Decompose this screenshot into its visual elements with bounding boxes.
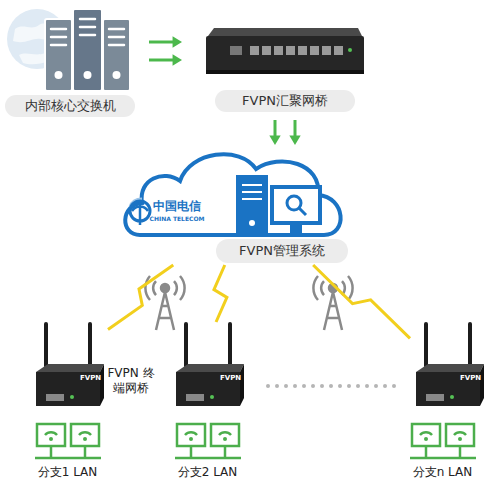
node-label: FVPN汇聚网桥 [215,90,355,112]
lan-computers [400,420,485,464]
node-label: FVPN管理系统 [216,239,348,263]
lan-computers [165,420,250,464]
lan-node: 分支n LAN [400,420,485,482]
aggregation-bridge-device [200,22,370,88]
lightning-bolt [214,265,227,322]
callout-label: FVPN 终端网桥 [102,366,160,396]
terminal-bridge-device [30,322,108,414]
wireless-link [108,265,173,329]
connector-arrow [269,120,300,145]
ellipsis-dots [266,384,396,388]
lightning-bolt [108,265,173,329]
radio-tower [313,276,352,330]
connector-arrow [149,36,182,65]
wireless-link [313,265,410,338]
lan-node: 分支2 LAN [165,420,250,482]
logo-text: CHINA TELECOM [140,215,214,223]
wireless-link [214,265,227,322]
arrow-head [173,36,182,47]
radio-tower [145,276,184,330]
term-node: FVPN [410,322,487,414]
node-label: 内部核心交换机 [5,95,135,117]
node-label: 分支2 LAN [165,464,250,481]
term-node: FVPN [170,322,248,414]
terminal-bridge-device [410,322,487,414]
management-cloud [118,145,350,241]
terminal-bridge-device [170,322,248,414]
arrow-shaft [294,120,297,141]
arrow-shaft [274,120,277,141]
logo-text: 中国电信 [142,199,212,214]
arrow-head [289,136,300,145]
lan-computers [25,420,110,464]
node-label: 分支n LAN [400,464,485,481]
arrow-shaft [149,59,178,62]
cloud-node: FVPN管理系统 [118,145,350,265]
node-label: 分支1 LAN [25,464,110,481]
node-label: FVPN [220,374,244,384]
arrow-head [269,136,280,145]
arrow-shaft [149,41,178,44]
term-node: FVPN [30,322,108,414]
node-label: FVPN [460,374,484,384]
node-label: FVPN [80,374,104,384]
lan-node: 分支1 LAN [25,420,110,482]
hub-node: FVPN汇聚网桥 [200,22,370,114]
arrow-head [173,54,182,65]
lightning-bolt [313,265,410,338]
server-icon [5,5,135,95]
server-node: 内部核心交换机 [5,5,135,117]
